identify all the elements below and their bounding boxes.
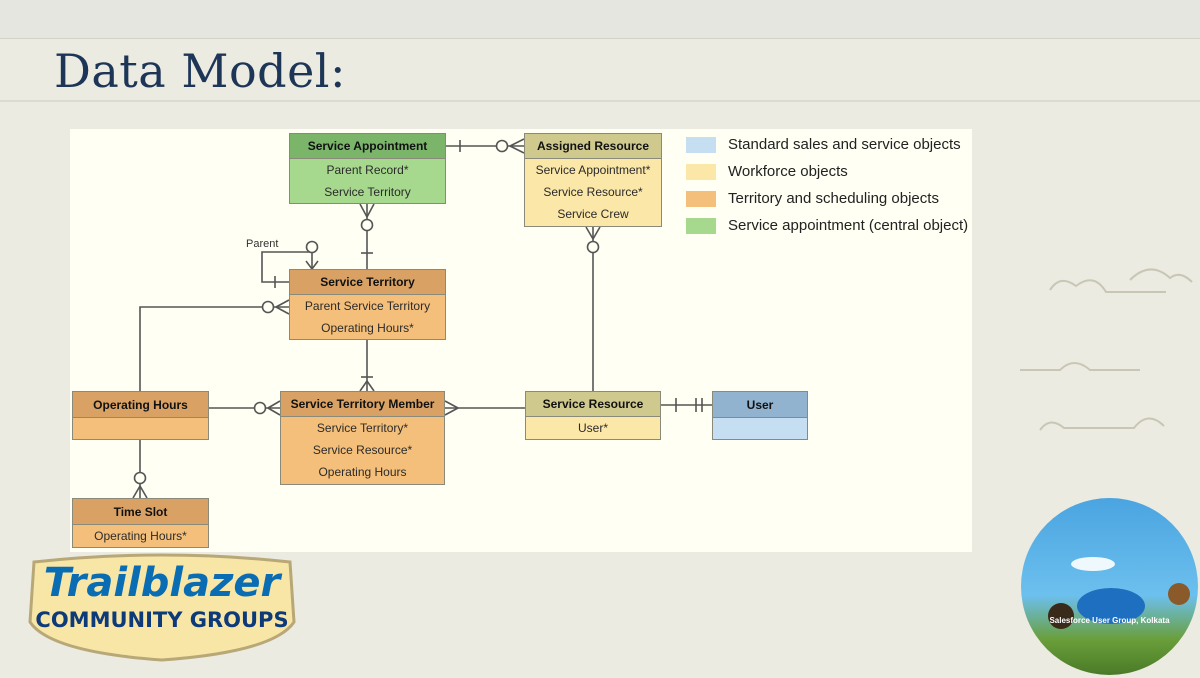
entity-time-slot: Time Slot Operating Hours* <box>72 498 209 548</box>
trailblazer-logo: Trailblazer COMMUNITY GROUPS <box>24 552 300 666</box>
entity-field: Service Resource* <box>312 443 413 457</box>
rel-appointment-assigned <box>446 138 525 154</box>
entity-field: Parent Record* <box>326 163 409 177</box>
entity-field: Service Crew <box>557 207 629 221</box>
legend-swatch-blue <box>686 136 716 153</box>
rel-resource-user <box>661 398 712 412</box>
legend-swatch-orange <box>686 190 716 207</box>
entity-service-appointment: Service Appointment Parent Record* Servi… <box>289 133 446 204</box>
legend-label: Territory and scheduling objects <box>728 190 939 207</box>
legend-item: Territory and scheduling objects <box>686 190 939 207</box>
slide-title: Data Model: <box>54 44 347 98</box>
legend-swatch-green <box>686 217 716 234</box>
parent-relationship-label: Parent <box>246 238 279 250</box>
logo-text-trailblazer: Trailblazer <box>43 560 281 606</box>
rel-assigned-resource <box>585 226 601 391</box>
entity-field: Operating Hours* <box>321 321 414 335</box>
relationship-lines <box>132 138 712 499</box>
title-divider <box>0 100 1200 102</box>
entity-header: Service Appointment <box>290 134 445 159</box>
rel-hours-timeslot <box>132 440 148 499</box>
entity-service-territory-member: Service Territory Member Service Territo… <box>280 391 445 485</box>
entity-header: User <box>713 392 807 418</box>
user-group-badge: Salesforce User Group, Kolkata <box>1021 498 1198 675</box>
entity-header: Service Resource <box>526 392 660 417</box>
decorative-doodle-icon <box>1020 268 1193 431</box>
rel-hours-territory <box>139 299 290 391</box>
entity-field: Operating Hours* <box>94 529 187 543</box>
entity-operating-hours: Operating Hours <box>72 391 209 440</box>
entity-service-territory: Service Territory Parent Service Territo… <box>289 269 446 340</box>
entity-field: Operating Hours <box>318 465 407 479</box>
legend-item: Workforce objects <box>686 163 848 180</box>
rel-appointment-territory <box>359 203 375 269</box>
legend-label: Standard sales and service objects <box>728 136 961 153</box>
entity-service-resource: Service Resource User* <box>525 391 661 440</box>
badge-text: Salesforce User Group, Kolkata <box>1049 616 1170 625</box>
legend-item: Service appointment (central object) <box>686 217 968 234</box>
legend-item: Standard sales and service objects <box>686 136 961 153</box>
entity-assigned-resource: Assigned Resource Service Appointment* S… <box>524 133 662 227</box>
entity-field: Service Territory <box>324 185 411 199</box>
data-model-diagram: Service Appointment Parent Record* Servi… <box>70 129 972 552</box>
entity-user: User <box>712 391 808 440</box>
entity-header: Time Slot <box>73 499 208 525</box>
entity-field: Parent Service Territory <box>304 299 431 313</box>
entity-header: Assigned Resource <box>525 134 661 159</box>
rel-territory-member <box>359 340 375 392</box>
rel-territory-parent <box>261 240 319 288</box>
entity-field: Service Territory* <box>316 421 409 435</box>
entity-header: Operating Hours <box>73 392 208 418</box>
legend-label: Service appointment (central object) <box>728 217 969 234</box>
badge-illustration-icon <box>1048 557 1190 629</box>
legend-swatch-yellow <box>686 163 716 180</box>
rel-hours-member <box>209 400 281 416</box>
entity-field: Service Appointment* <box>535 163 651 177</box>
rel-resource-member <box>444 400 525 416</box>
entity-field: User* <box>577 421 608 435</box>
entity-header: Service Territory <box>290 270 445 295</box>
logo-text-community-groups: COMMUNITY GROUPS <box>35 608 289 632</box>
entity-field: Service Resource* <box>543 185 643 199</box>
entity-header: Service Territory Member <box>281 392 444 417</box>
logo-badge-icon <box>28 553 296 662</box>
legend-label: Workforce objects <box>728 163 848 180</box>
window-top-bar <box>0 0 1200 39</box>
